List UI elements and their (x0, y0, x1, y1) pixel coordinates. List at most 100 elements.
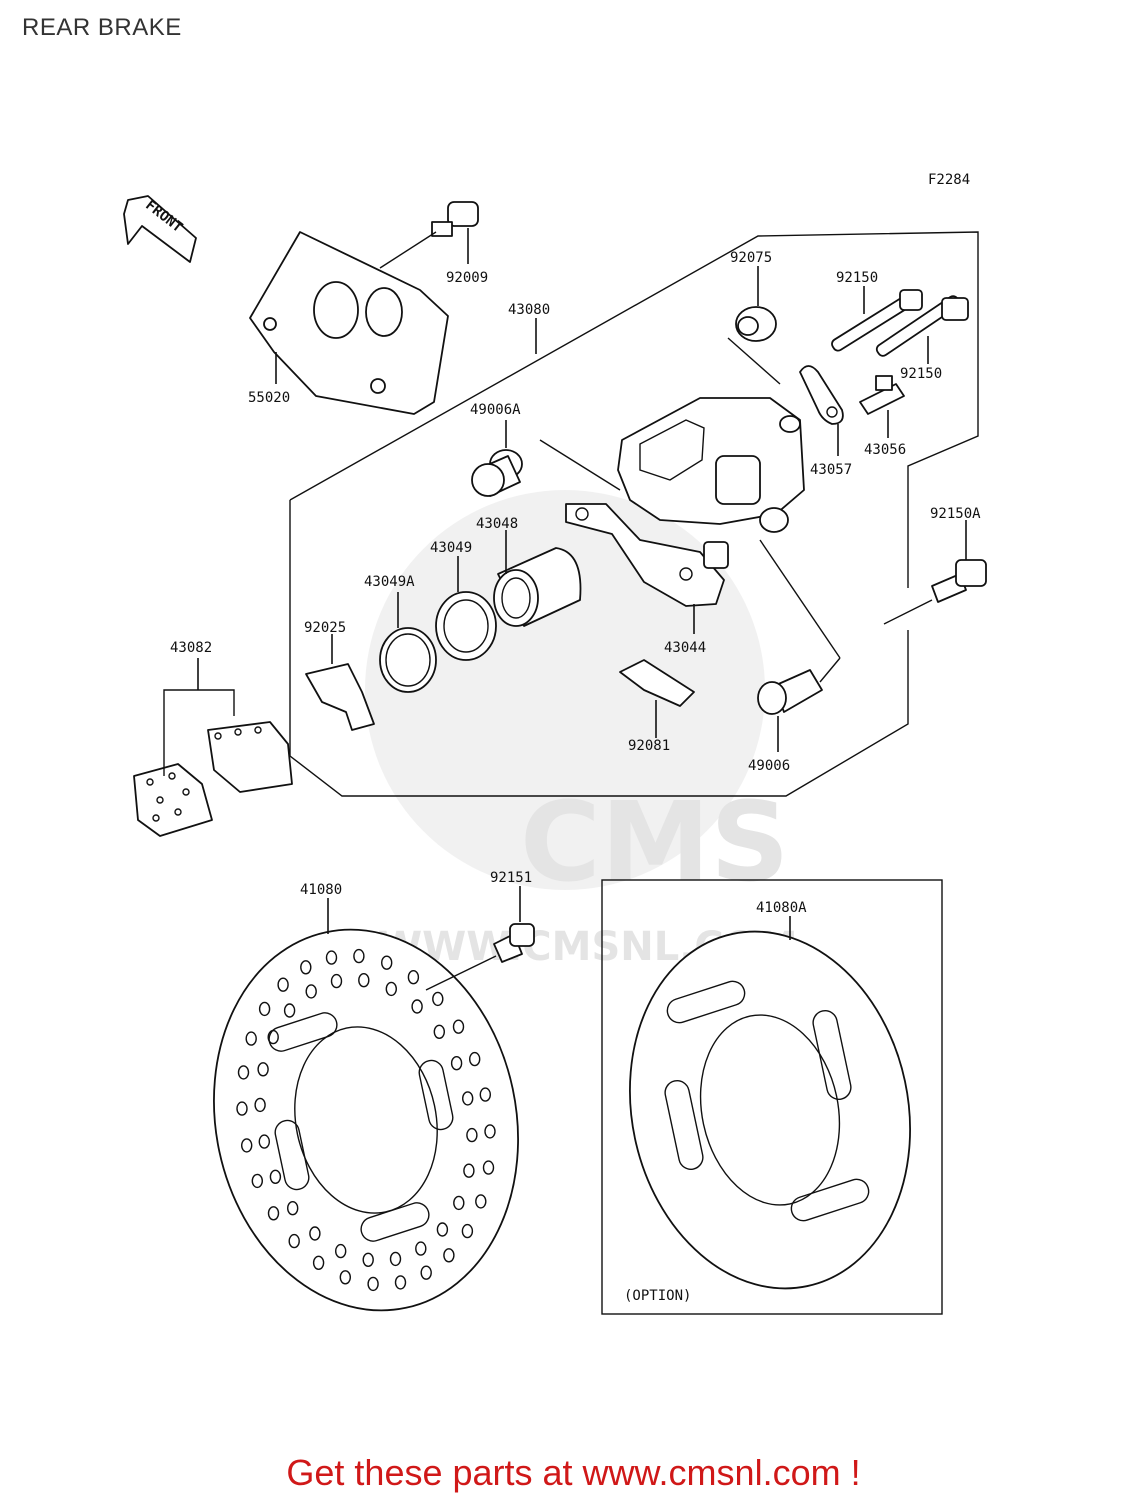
bolt-92150A (883, 559, 987, 625)
disc-perforation-hole (381, 955, 393, 970)
label-43082: 43082 (170, 640, 212, 656)
disc-perforation-hole (479, 1087, 491, 1102)
disc-perforation-hole (432, 991, 444, 1007)
disc-perforation-hole (312, 1255, 325, 1271)
seal-43049 (435, 591, 497, 661)
label-55020: 55020 (248, 390, 290, 406)
label-41080: 41080 (300, 882, 342, 898)
watermark-cms-text: CMS (520, 778, 789, 906)
disc-perforation-hole (287, 1200, 299, 1216)
disc-perforation-hole (330, 973, 343, 989)
bolt-92009 (379, 201, 479, 269)
label-49006A: 49006A (470, 402, 521, 418)
label-92025: 92025 (304, 620, 346, 636)
disc-perforation-hole (309, 1226, 321, 1241)
disc-perforation-hole (257, 1062, 269, 1077)
label-43056: 43056 (864, 442, 906, 458)
holder-43044 (565, 503, 729, 607)
front-arrow-icon: FRONT (123, 195, 197, 263)
label-92075: 92075 (730, 250, 772, 266)
part-92075 (735, 306, 777, 342)
label-43049A: 43049A (364, 574, 415, 590)
label-43044: 43044 (664, 640, 706, 656)
disc-perforation-hole (269, 1169, 282, 1185)
disc-perforation-hole (236, 1101, 248, 1116)
disc-perforation-hole (407, 970, 420, 985)
disc-perforation-hole (462, 1091, 474, 1106)
disc-perforation-hole (475, 1194, 487, 1209)
disc-perforation-hole (482, 1160, 495, 1175)
disc-perforation-hole (251, 1173, 263, 1189)
disc-perforation-hole (362, 1252, 374, 1268)
label-92081: 92081 (628, 738, 670, 754)
disc-perforation-hole (288, 1233, 300, 1249)
label-43080: 43080 (508, 302, 550, 318)
disc-perforation-hole (358, 973, 370, 988)
brake-pads-43082 (133, 658, 293, 837)
label-92151: 92151 (490, 870, 532, 886)
disc-perforation-hole (466, 1127, 478, 1143)
brake-disc-41080 (213, 928, 519, 1312)
label-43049: 43049 (430, 540, 472, 556)
label-92150-right: 92150 (900, 366, 942, 382)
bleeder-43056 (859, 375, 905, 415)
caliper-body (539, 337, 805, 533)
footer-cta-link[interactable]: Get these parts at www.cmsnl.com ! (286, 1452, 861, 1493)
caliper-assembly-outline-43080 (289, 231, 979, 797)
bolt-92151 (425, 923, 535, 991)
disc-perforation-hole (443, 1248, 455, 1263)
label-43057: 43057 (810, 462, 852, 478)
disc-perforation-hole (484, 1124, 496, 1139)
disc-perforation-hole (339, 1270, 351, 1285)
disc-perforation-hole (305, 984, 317, 999)
disc-perforation-hole (461, 1223, 474, 1239)
disc-perforation-hole (353, 948, 365, 964)
pin-92150-top (831, 289, 923, 352)
piston-43048 (493, 547, 582, 627)
disc-perforation-hole (258, 1001, 271, 1017)
disc-perforation-hole (267, 1206, 280, 1221)
label-92009: 92009 (446, 270, 488, 286)
disc-perforation-hole (335, 1243, 347, 1259)
disc-perforation-hole (367, 1276, 379, 1292)
label-41080A: 41080A (756, 900, 807, 916)
label-92150A: 92150A (930, 506, 981, 522)
label-92150-top: 92150 (836, 270, 878, 286)
disc-perforation-hole (394, 1275, 407, 1290)
figure-code: F2284 (928, 172, 970, 188)
disc-perforation-hole (469, 1051, 481, 1067)
disc-perforation-hole (283, 1003, 296, 1018)
part-43057 (799, 365, 844, 425)
seal-43049A (379, 627, 437, 693)
disc-perforation-hole (385, 981, 397, 997)
disc-perforation-hole (277, 977, 289, 992)
disc-perforation-hole (325, 950, 338, 965)
disc-perforation-hole (436, 1222, 449, 1237)
disc-perforation-hole (240, 1138, 253, 1153)
disc-perforation-hole (463, 1163, 475, 1178)
pin-92150-right (875, 295, 969, 357)
label-43048: 43048 (476, 516, 518, 532)
disc-perforation-hole (415, 1241, 427, 1256)
option-box (601, 879, 943, 1315)
disc-perforation-hole (452, 1019, 465, 1034)
bracket-55020 (249, 231, 449, 415)
disc-perforation-hole (258, 1134, 270, 1149)
boot-49006 (757, 539, 841, 715)
disc-perforation-hole (411, 999, 423, 1014)
option-label: (OPTION) (624, 1288, 691, 1304)
label-49006: 49006 (748, 758, 790, 774)
exploded-parts-diagram: CMS WWW.CMSNL.COM F2284 FRONT 92009 5502… (123, 172, 987, 1315)
boot-49006A (471, 449, 523, 497)
watermark-logo: CMS WWW.CMSNL.COM (365, 490, 798, 970)
disc-perforation-hole (237, 1065, 250, 1080)
disc-perforation-hole (420, 1265, 432, 1280)
spring-92025 (305, 663, 375, 731)
disc-perforation-hole (300, 960, 312, 975)
brake-disc-41080A (629, 930, 911, 1290)
disc-perforation-hole (450, 1055, 463, 1071)
disc-perforation-hole (389, 1251, 402, 1267)
disc-perforation-hole (254, 1097, 266, 1113)
page-title: REAR BRAKE (22, 14, 182, 41)
plate-92081 (619, 659, 695, 707)
